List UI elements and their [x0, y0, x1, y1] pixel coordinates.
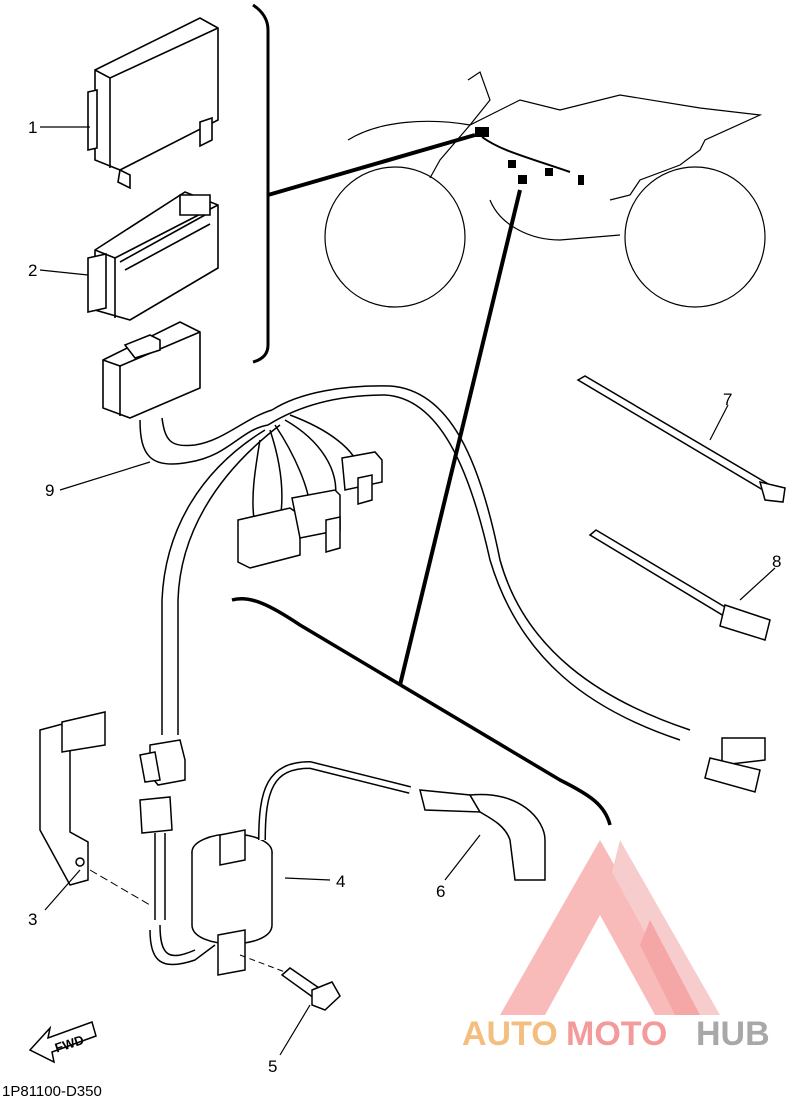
spark-plug-cap — [419, 789, 546, 881]
harness-on-bike — [475, 127, 584, 185]
watermark-logo-icon — [500, 840, 720, 1015]
bolt-line — [239, 954, 286, 973]
callout-9: 9 — [45, 481, 54, 500]
watermark-moto: MOTO — [566, 1015, 667, 1053]
ignition-coil — [139, 760, 411, 976]
group-bracket — [252, 3, 270, 364]
group-line-lower — [231, 597, 612, 826]
bracket-bolt-line — [89, 869, 151, 906]
cable-tie-8 — [588, 529, 771, 641]
wire-harness — [139, 385, 691, 741]
harness-main-connector — [102, 321, 201, 419]
ecu-unit — [87, 17, 219, 190]
forward-arrow-icon: FWD — [28, 1021, 97, 1064]
relay-unit — [87, 191, 219, 321]
callout-2: 2 — [28, 261, 37, 280]
motorcycle-outline — [324, 71, 766, 308]
callout-8: 8 — [772, 552, 781, 571]
callout-4: 4 — [336, 872, 345, 891]
callout-1: 1 — [28, 118, 37, 137]
cable-tie-7 — [576, 375, 786, 503]
watermark-text: AUTO MOTO HUB — [462, 1015, 770, 1053]
callout-5: 5 — [268, 1057, 277, 1076]
coil-bracket — [39, 711, 106, 886]
leader-ecu-to-bike — [267, 133, 476, 197]
bike-wire — [481, 136, 571, 173]
callout-3: 3 — [28, 910, 37, 929]
leader-bike-to-harness — [398, 189, 522, 686]
callout-6: 6 — [436, 882, 445, 901]
watermark-auto: AUTO — [462, 1015, 558, 1053]
watermark-hub: HUB — [696, 1015, 770, 1053]
callout-7: 7 — [723, 390, 732, 409]
bolt — [280, 967, 341, 1011]
ignition-feed-connector — [139, 739, 186, 786]
callout-leaders — [39, 126, 776, 1056]
part-code: 1P81100-D350 — [2, 1083, 102, 1097]
harness-sub-connectors — [237, 451, 766, 793]
